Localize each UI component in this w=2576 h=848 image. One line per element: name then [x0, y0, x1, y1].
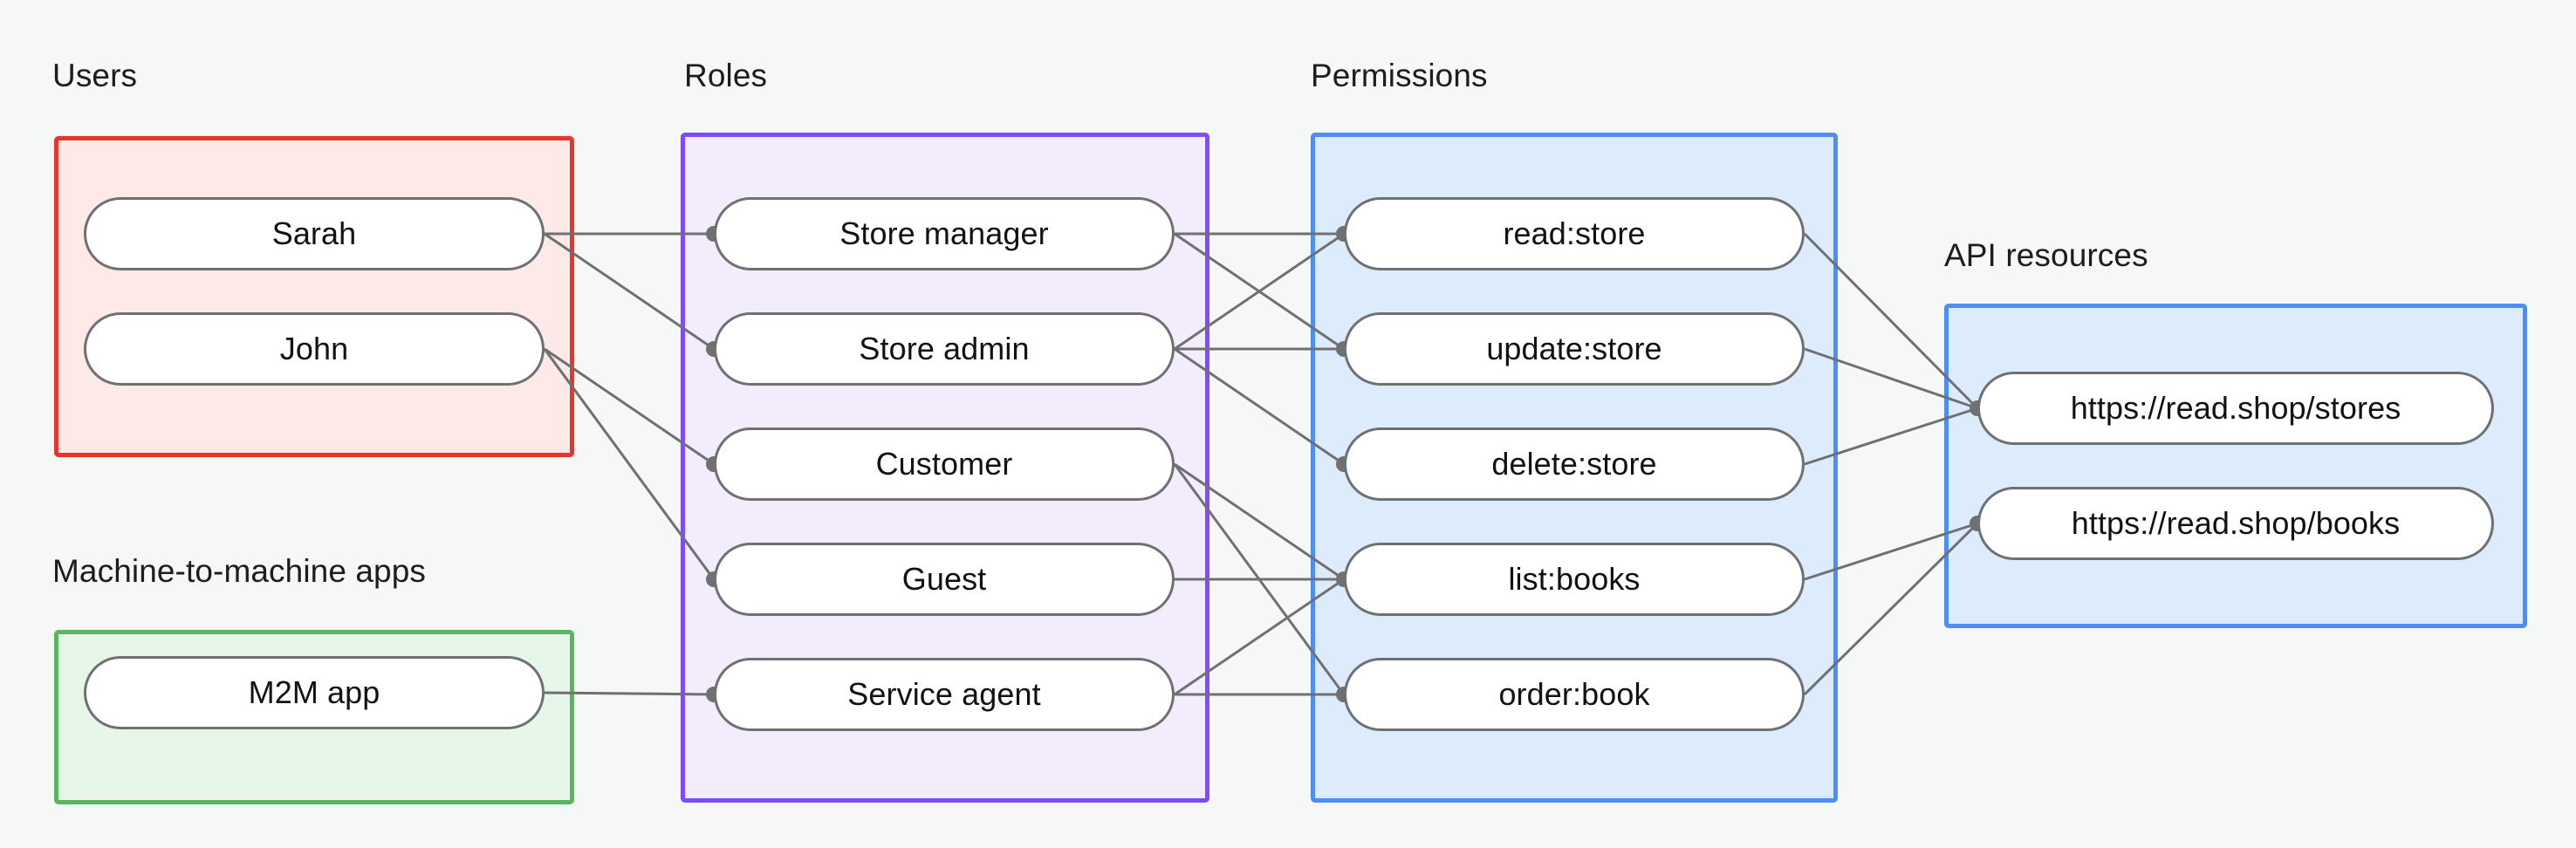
node-customer[interactable]: Customer — [714, 427, 1175, 501]
node-guest[interactable]: Guest — [714, 543, 1175, 616]
node-orderbook[interactable]: order:book — [1344, 658, 1805, 731]
node-updatestore[interactable]: update:store — [1344, 312, 1805, 386]
group-box-users — [54, 136, 574, 457]
group-box-api — [1944, 304, 2527, 628]
group-label-roles: Roles — [684, 58, 768, 93]
node-resstores[interactable]: https://read.shop/stores — [1977, 372, 2494, 445]
group-label-m2m: Machine-to-machine apps — [52, 553, 427, 589]
group-label-permissions: Permissions — [1311, 58, 1488, 93]
group-label-api: API resources — [1944, 237, 2148, 273]
node-listbooks[interactable]: list:books — [1344, 543, 1805, 616]
node-sarah[interactable]: Sarah — [84, 197, 545, 270]
node-resbooks[interactable]: https://read.shop/books — [1977, 487, 2494, 560]
node-deletestore[interactable]: delete:store — [1344, 427, 1805, 501]
node-serviceagent[interactable]: Service agent — [714, 658, 1175, 731]
node-m2mapp[interactable]: M2M app — [84, 656, 545, 729]
node-storeadmin[interactable]: Store admin — [714, 312, 1175, 386]
node-john[interactable]: John — [84, 312, 545, 386]
group-label-users: Users — [52, 58, 138, 93]
node-readstore[interactable]: read:store — [1344, 197, 1805, 270]
node-storemanager[interactable]: Store manager — [714, 197, 1175, 270]
